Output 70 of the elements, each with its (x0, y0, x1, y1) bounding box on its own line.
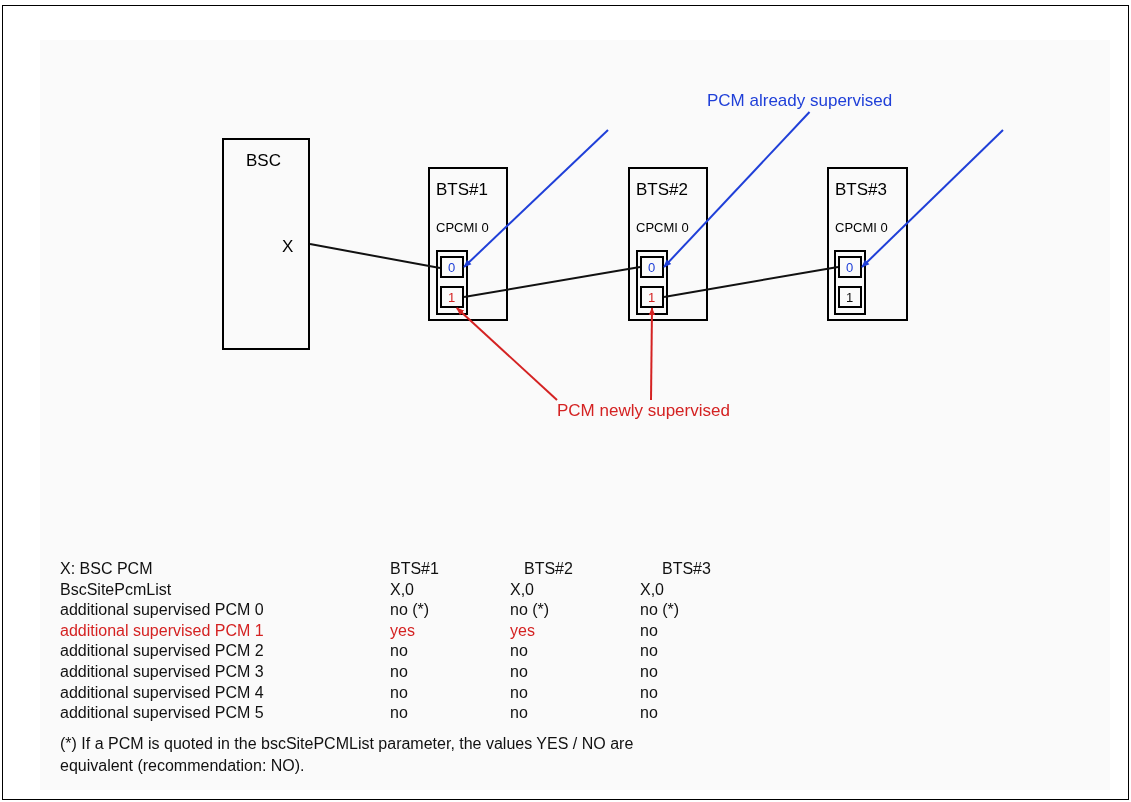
port-box (640, 286, 664, 308)
table-value: X,0 (510, 580, 534, 599)
table-value: yes (510, 621, 535, 640)
table-value: no (640, 642, 658, 661)
port-box (838, 286, 862, 308)
port-number: 1 (448, 291, 456, 304)
port-number: 0 (448, 261, 456, 274)
port-number: 0 (846, 261, 854, 274)
port-group-box (834, 250, 866, 315)
bts-box (428, 167, 508, 321)
box-title: BTS#1 (436, 181, 488, 198)
table-value: no (640, 621, 658, 640)
arrow (648, 307, 656, 401)
port-group-box (636, 250, 668, 315)
box-title: BTS#2 (636, 181, 688, 198)
row-label: BscSitePcmList (60, 580, 172, 599)
table-value: BTS#3 (662, 560, 711, 578)
bts-box (628, 167, 708, 321)
footnote: (*) If a PCM is quoted in the bscSitePCMList parameter, the values YES / NO are equivalent (recommendation: NO). (60, 734, 635, 776)
row-label: additional supervised PCM 4 (60, 683, 264, 702)
row-label: additional supervised PCM 5 (60, 704, 264, 723)
arrow (463, 129, 609, 268)
port-label: CPCMI 0 (636, 221, 689, 234)
arrow (663, 111, 811, 268)
callout-text: PCM already supervised (707, 90, 957, 112)
table-value: BTS#1 (390, 560, 439, 578)
table-value: BTS#2 (524, 560, 573, 578)
table-value: no (510, 704, 528, 723)
port-number: 0 (648, 261, 656, 274)
table-value: no (390, 704, 408, 723)
box-title: BSC (246, 152, 281, 169)
port-number: 1 (648, 291, 656, 304)
bsc-box (222, 138, 310, 350)
table-value: no (640, 704, 658, 723)
row-label: additional supervised PCM 3 (60, 663, 264, 681)
table-value: no (640, 663, 658, 681)
port-box (440, 286, 464, 308)
table-value: X,0 (640, 580, 664, 599)
connection-line (463, 266, 641, 298)
port-number: 1 (846, 291, 854, 304)
table-value: no (390, 663, 408, 681)
port-box (440, 256, 464, 278)
table-value: X,0 (390, 580, 414, 599)
table-value: no (*) (510, 601, 550, 620)
table-value: yes (390, 621, 415, 640)
port-box (640, 256, 664, 278)
callout-text: PCM newly supervised (557, 400, 792, 422)
table-value: no (640, 683, 658, 702)
row-label: additional supervised PCM 2 (60, 642, 264, 661)
row-label: additional supervised PCM 1 (60, 621, 264, 640)
box-title: BTS#3 (835, 181, 887, 198)
row-label: X: BSC PCM (60, 560, 153, 578)
table-value: no (390, 683, 408, 702)
bts-box (827, 167, 908, 321)
connection-line (309, 243, 441, 270)
connection-line (663, 266, 839, 298)
table-value: no (510, 663, 528, 681)
table-value: no (*) (390, 601, 430, 620)
arrow (455, 307, 558, 401)
table-value: no (510, 642, 528, 661)
port-label: CPCMI 0 (436, 221, 489, 234)
port-group-box (436, 250, 468, 315)
port-label: CPCMI 0 (835, 221, 888, 234)
row-label: additional supervised PCM 0 (60, 601, 264, 620)
port-box (838, 256, 862, 278)
arrow (861, 129, 1004, 268)
table-value: no (390, 642, 408, 661)
table-value: no (*) (640, 601, 680, 620)
port-label: X (282, 238, 294, 255)
table-value: no (510, 683, 528, 702)
